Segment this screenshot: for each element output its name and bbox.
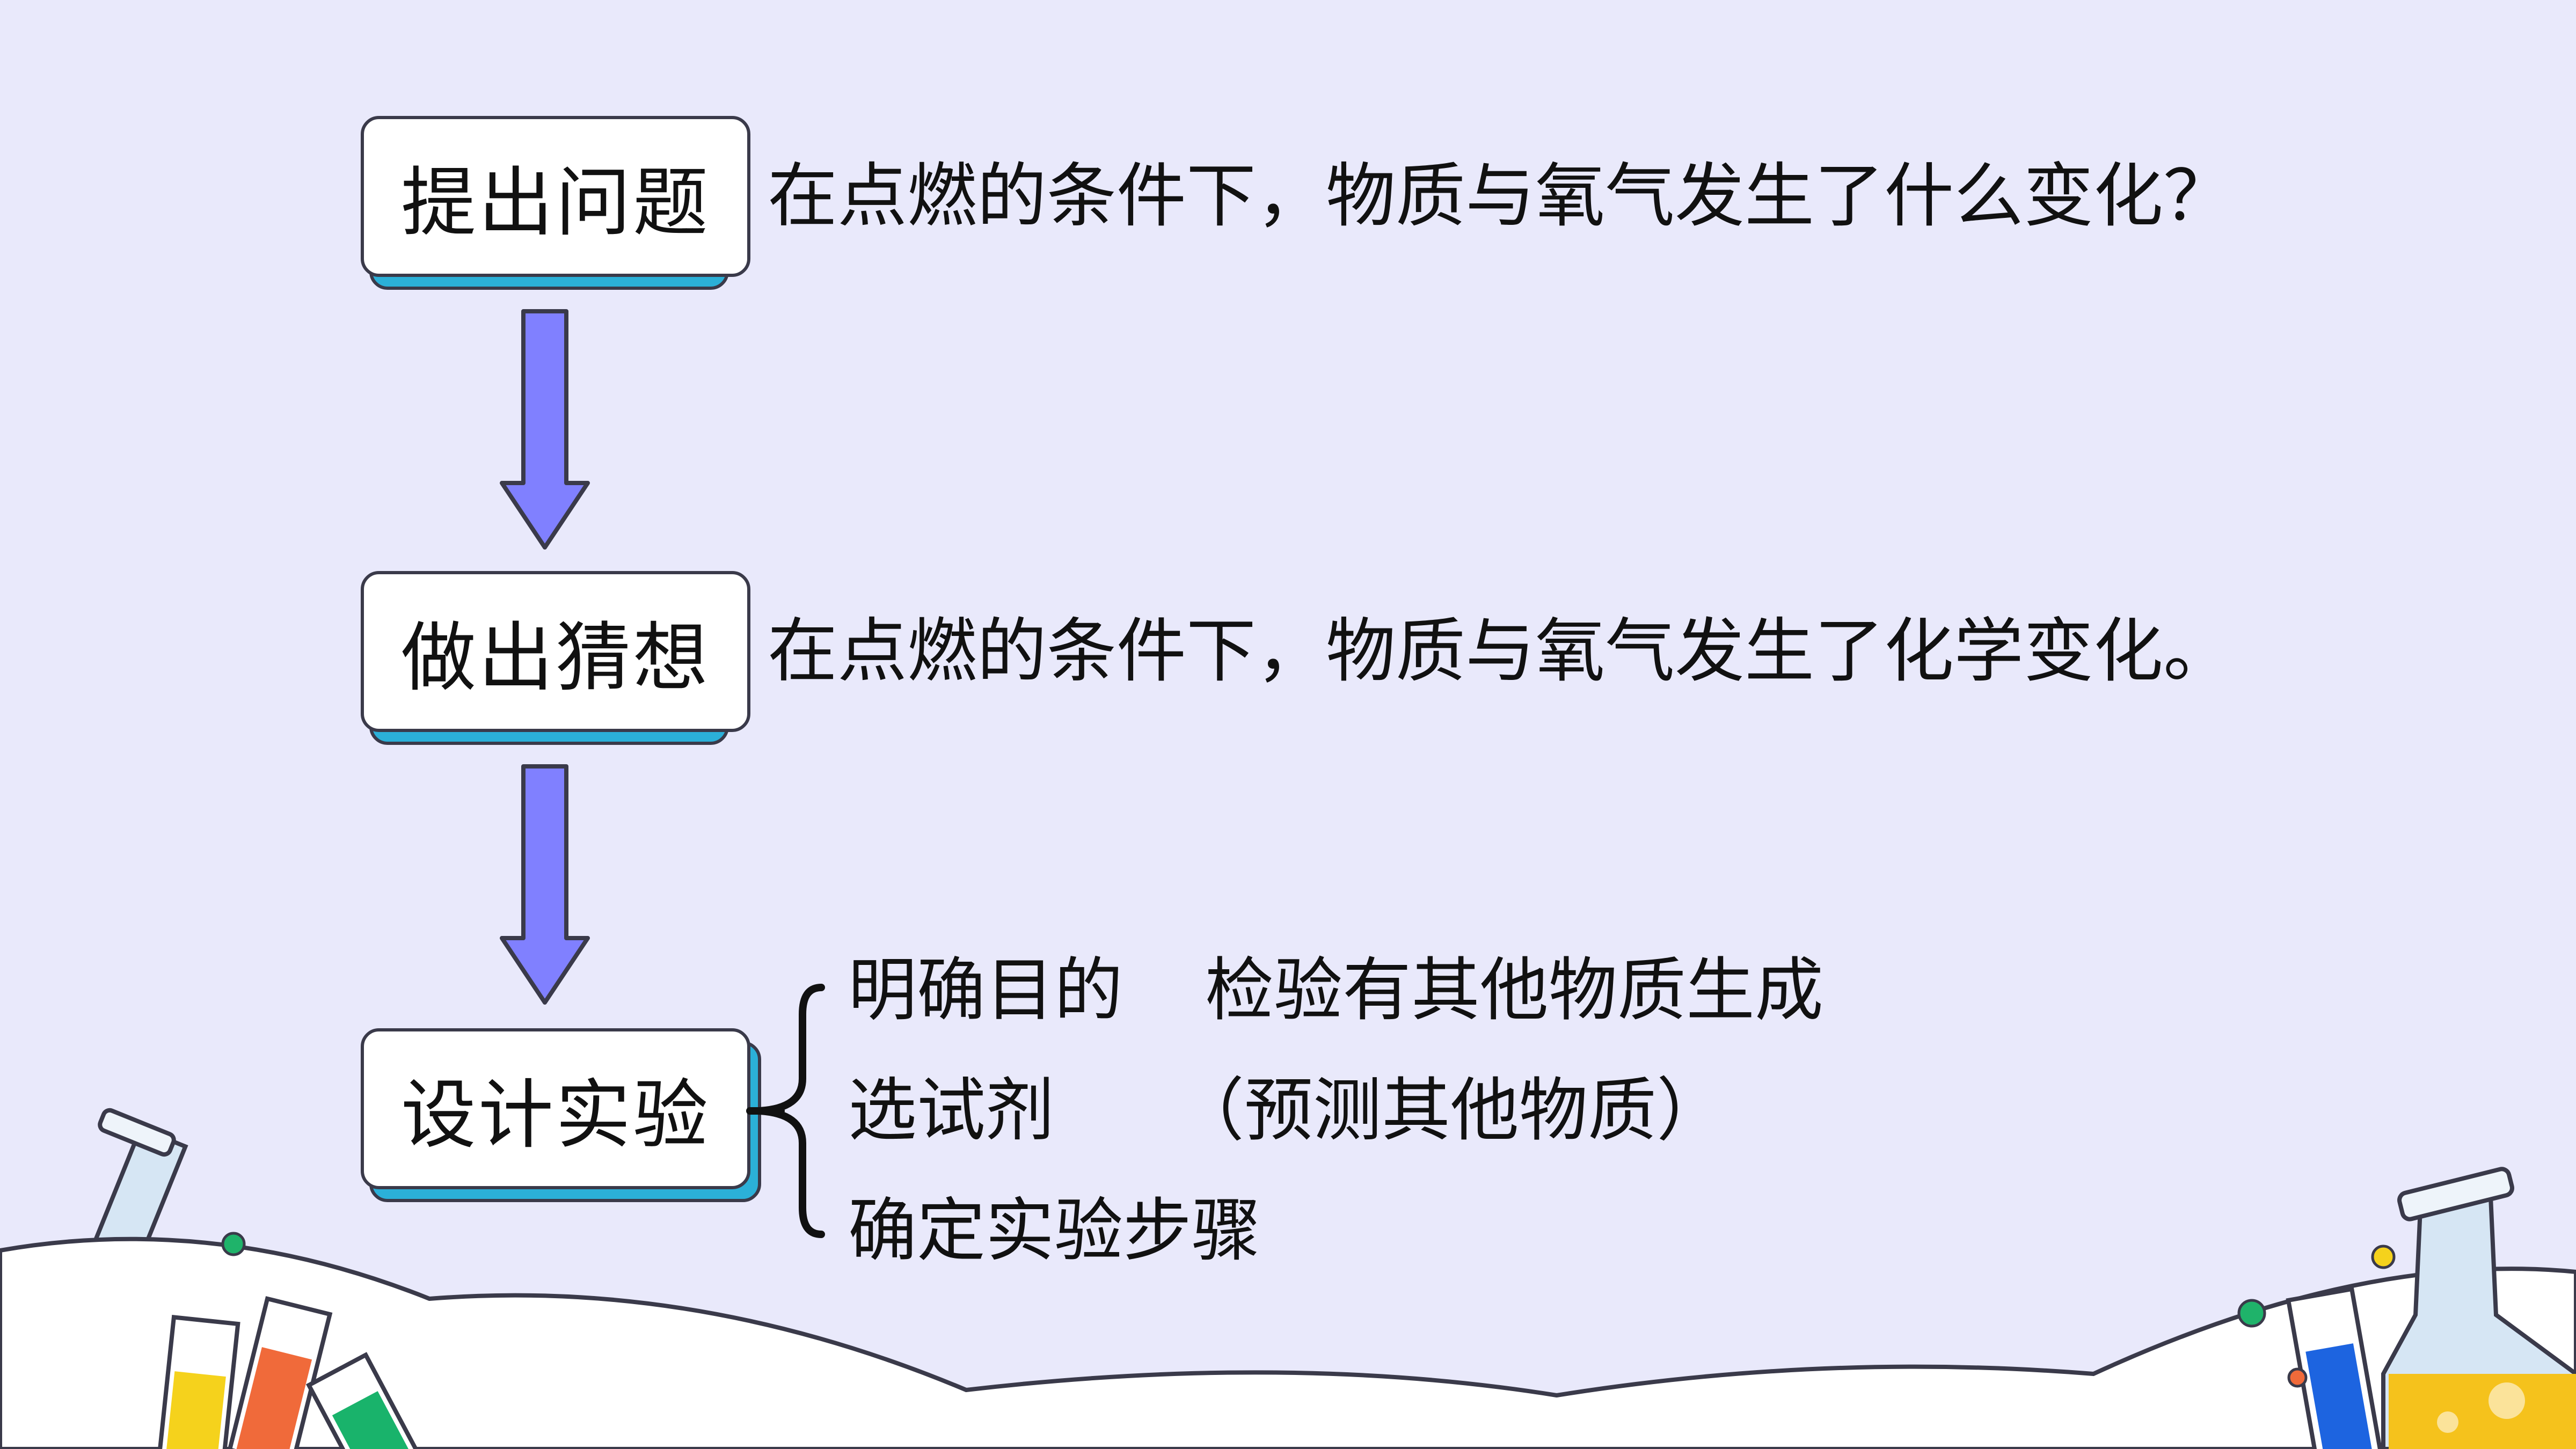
- design-item-1-label: 明确目的: [848, 950, 1123, 1030]
- step2-label: 做出猜想: [400, 614, 710, 702]
- design-item-2-label: 选试剂: [848, 1071, 1055, 1151]
- test-tube-icon: [157, 1296, 425, 1449]
- step2-box: 做出猜想: [361, 571, 750, 732]
- design-item-2-detail: （预测其他物质）: [1176, 1071, 1726, 1151]
- design-item-1-detail: 检验有其他物质生成: [1205, 950, 1824, 1030]
- curly-brace: [746, 984, 825, 1238]
- step1-label: 提出问题: [400, 159, 710, 247]
- down-arrow-1: [500, 309, 590, 550]
- beaker-icon: [2286, 1167, 2576, 1449]
- step3-label: 设计实验: [400, 1072, 710, 1159]
- step1-description: 在点燃的条件下，物质与氧气发生了什么变化？: [768, 155, 2234, 237]
- design-item-3-label: 确定实验步骤: [848, 1191, 1261, 1271]
- down-arrow-2: [500, 764, 590, 1005]
- step3-box: 设计实验: [361, 1028, 750, 1189]
- step2-description: 在点燃的条件下，物质与氧气发生了化学变化。: [768, 610, 2234, 692]
- step1-box: 提出问题: [361, 116, 750, 277]
- cloud-band: [0, 1236, 2576, 1449]
